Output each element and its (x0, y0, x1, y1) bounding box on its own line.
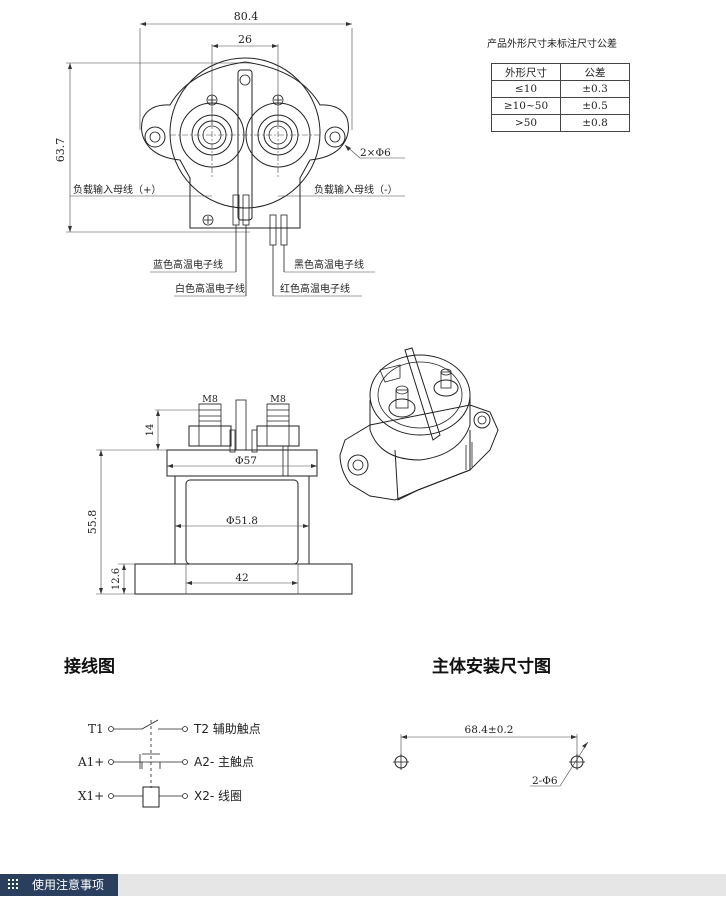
dim-terminal-height-label: 14 (145, 424, 156, 437)
table-cell: >50 (491, 114, 561, 132)
usage-notes-label: 使用注意事项 (32, 878, 105, 892)
table-row: ≤10 ±0.3 (491, 80, 630, 98)
wiring-diagram: T1 T2 辅助触点 A1+ A2- 主触点 X1+ X2- 线圈 (77, 719, 261, 808)
dim-base-height-label: 12.6 (111, 568, 122, 590)
table-row: ≥10~50 ±0.5 (491, 97, 630, 115)
mounting-hole-callout: 2-Φ6 (532, 775, 558, 787)
wiring-heading: 接线图 (64, 657, 115, 677)
wiring-row1-right: T2 辅助触点 (193, 722, 261, 736)
wiring-row3-right: X2- 线圈 (194, 789, 242, 803)
thread-right-label: M8 (270, 394, 286, 405)
table-cell: ±0.3 (560, 80, 630, 98)
dim-body-dia-label: Φ51.8 (226, 515, 258, 527)
table-cell: ≥10~50 (491, 97, 561, 115)
top-view: 80.4 26 63.7 (54, 10, 405, 297)
tolerance-table: 外形尺寸 公差 ≤10 ±0.3 ≥10~50 ±0.5 >50 ±0.8 (491, 63, 630, 132)
table-header: 外形尺寸 (491, 63, 561, 81)
side-view: M8 M8 14 Φ57 (86, 394, 353, 595)
mounting-diagram: 68.4±0.2 2-Φ6 (393, 724, 589, 787)
dim-total-height-label: 55.8 (86, 510, 99, 535)
mounting-heading: 主体安装尺寸图 (432, 657, 551, 677)
table-header-row: 外形尺寸 公差 (491, 63, 630, 81)
table-header: 公差 (560, 63, 630, 81)
label-red-wire: 红色高温电子线 (280, 282, 350, 295)
label-white-wire: 白色高温电子线 (175, 282, 245, 295)
wiring-row1-left: T1 (88, 722, 104, 736)
hole-callout: 2×Φ6 (360, 147, 391, 159)
grid-icon (8, 879, 20, 891)
tolerance-title: 产品外形尺寸未标注尺寸公差 (487, 37, 617, 50)
mounting-spacing-label: 68.4±0.2 (465, 724, 514, 736)
label-blue-wire: 蓝色高温电子线 (153, 258, 223, 271)
dim-height-label: 63.7 (54, 138, 67, 163)
dim-terminal-spacing-label: 26 (238, 33, 252, 46)
label-neg-busbar: 负载输入母线（-） (314, 183, 398, 196)
footer-bar: 使用注意事项 (0, 874, 726, 896)
wiring-row3-left: X1+ (78, 789, 104, 803)
label-pos-busbar: 负载输入母线（+） (73, 183, 161, 196)
table-cell: ≤10 (491, 80, 561, 98)
table-cell: ±0.8 (560, 114, 630, 132)
label-black-wire: 黑色高温电子线 (294, 258, 364, 271)
table-row: >50 ±0.8 (491, 114, 630, 132)
dim-flange-dia-label: Φ57 (235, 455, 257, 467)
wiring-row2-right: A2- 主触点 (194, 755, 254, 769)
wiring-row2-left: A1+ (77, 755, 104, 769)
dim-width-label: 80.4 (234, 10, 259, 23)
isometric-view (339, 347, 499, 501)
dim-base-width-label: 42 (235, 572, 248, 584)
thread-left-label: M8 (202, 394, 218, 405)
table-cell: ±0.5 (560, 97, 630, 115)
usage-notes-tab[interactable]: 使用注意事项 (0, 874, 118, 896)
